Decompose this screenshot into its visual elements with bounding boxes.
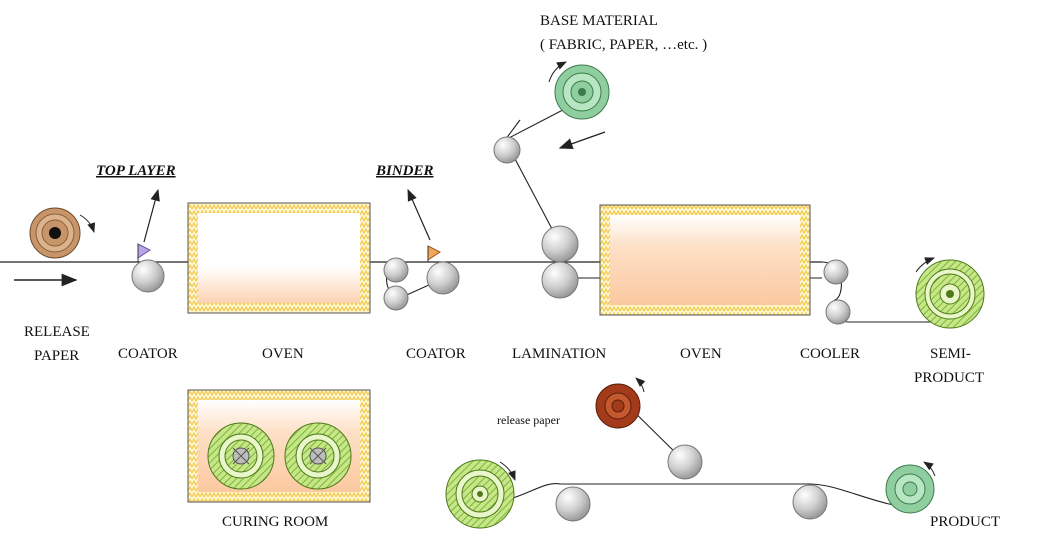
oven-1-label: OVEN [262, 346, 304, 362]
cooler-rollers [823, 259, 851, 325]
product-web [469, 483, 921, 509]
oven-1 [187, 202, 371, 314]
release-label: RELEASE [24, 324, 90, 340]
product-roll [885, 461, 936, 514]
base-material-web [504, 99, 583, 245]
semi-product-label: PRODUCT [914, 370, 984, 386]
lamination-label: LAMINATION [512, 346, 606, 362]
product-label: PRODUCT [930, 514, 1000, 530]
web-lines [0, 99, 960, 509]
release-paper-roll [29, 207, 96, 259]
semi-product-roll [915, 257, 985, 329]
guide-roller [493, 136, 521, 164]
base-material-sub-label: ( FABRIC, PAPER, …etc. ) [540, 37, 707, 53]
oven-2 [599, 204, 811, 316]
coator-1-label: COATOR [118, 346, 178, 362]
binder-label: BINDER [375, 163, 434, 179]
curing-roll-2 [284, 422, 352, 490]
finishing-input-roll [445, 459, 516, 529]
oven-2-label: OVEN [680, 346, 722, 362]
coater-2 [383, 188, 460, 311]
semi-label: SEMI- [930, 346, 971, 362]
release-paper-small-label: release paper [497, 413, 560, 427]
paper-label: PAPER [34, 348, 79, 364]
curing-roll-1 [207, 422, 275, 490]
top-layer-label: TOP LAYER [96, 163, 176, 179]
cooler-label: COOLER [800, 346, 860, 362]
curing-room-label: CURING ROOM [222, 514, 328, 530]
release-paper-rewind-roll [595, 377, 646, 429]
curing-room [187, 389, 371, 503]
lamination-rollers [541, 225, 579, 299]
coater-1 [131, 188, 165, 293]
base-arrow [558, 131, 606, 150]
base-material-label: BASE MATERIAL [540, 13, 658, 29]
finishing-roller-1 [555, 486, 591, 522]
finishing-roller-2 [667, 444, 703, 480]
finishing-roller-3 [792, 484, 828, 520]
base-material-roll [548, 61, 610, 120]
coator-2-label: COATOR [406, 346, 466, 362]
